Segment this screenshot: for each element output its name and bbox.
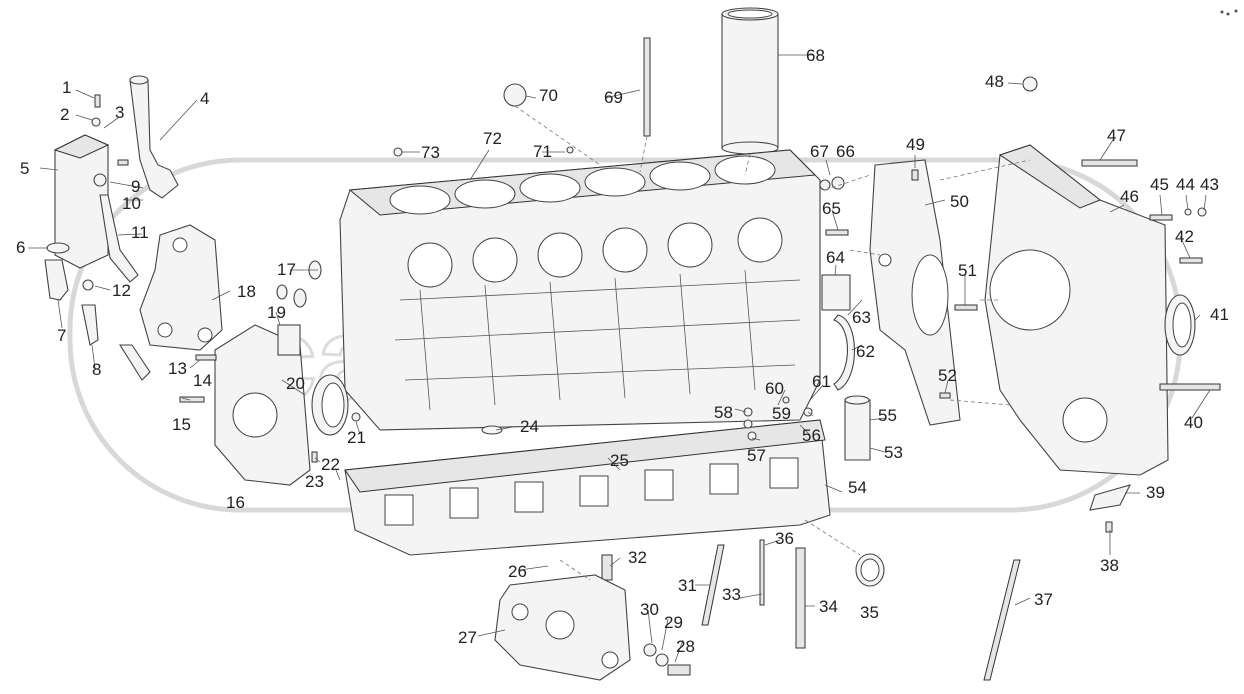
engine-block: [339, 149, 821, 431]
label-13: 13: [168, 359, 187, 378]
label-36: 36: [775, 529, 794, 548]
corner-mark: [1220, 9, 1238, 16]
crankcase-bedplate: [344, 419, 831, 556]
label-5: 5: [20, 159, 29, 178]
label-31: 31: [678, 576, 697, 595]
label-10: 10: [122, 194, 141, 213]
label-11: 11: [131, 223, 149, 242]
label-38: 38: [1100, 556, 1119, 575]
label-15: 15: [172, 415, 191, 434]
pump-bracket: [494, 574, 691, 681]
label-19: 19: [267, 303, 286, 322]
label-25: 25: [610, 451, 629, 470]
label-59: 59: [772, 404, 791, 423]
label-65: 65: [822, 199, 841, 218]
label-16: 16: [226, 493, 245, 512]
label-27: 27: [458, 628, 477, 647]
bearing-shells: [821, 274, 885, 587]
label-8: 8: [92, 360, 101, 379]
label-29: 29: [664, 613, 683, 632]
flywheel-housing: [984, 144, 1196, 476]
label-39: 39: [1146, 483, 1165, 502]
label-45: 45: [1150, 175, 1169, 194]
label-33: 33: [722, 585, 741, 604]
label-48: 48: [985, 72, 1004, 91]
label-37: 37: [1034, 590, 1053, 609]
label-56: 56: [802, 426, 821, 445]
label-62: 62: [856, 342, 875, 361]
label-21: 21: [347, 428, 366, 447]
label-47: 47: [1107, 126, 1126, 145]
label-72: 72: [483, 129, 502, 148]
bolts-rear: [819, 76, 1221, 533]
label-18: 18: [237, 282, 256, 301]
label-32: 32: [628, 548, 647, 567]
label-54: 54: [848, 478, 867, 497]
label-28: 28: [676, 637, 695, 656]
label-73: 73: [421, 143, 440, 162]
label-14: 14: [193, 371, 212, 390]
front-bracket: [139, 224, 223, 351]
label-70: 70: [539, 86, 558, 105]
label-64: 64: [826, 248, 845, 267]
label-69: 69: [604, 88, 623, 107]
bolts-left: [91, 94, 361, 463]
front-cover: [214, 324, 311, 486]
label-43: 43: [1200, 175, 1219, 194]
label-58: 58: [714, 403, 733, 422]
label-7: 7: [57, 326, 66, 345]
label-51: 51: [958, 261, 977, 280]
label-12: 12: [112, 281, 131, 300]
label-44: 44: [1176, 175, 1195, 194]
coolant-tank: [53, 134, 110, 269]
callout-labels: 1 2 3 4 5 6 7 8 9 10 11 12 13 14 15 16 1…: [16, 46, 1229, 656]
label-40: 40: [1184, 413, 1203, 432]
assembly-lines: [514, 105, 1031, 581]
label-52: 52: [938, 366, 957, 385]
label-42: 42: [1175, 227, 1194, 246]
rods-and-bolts: [601, 539, 1021, 681]
expansion-plug: [503, 83, 527, 107]
label-35: 35: [860, 603, 879, 622]
label-68: 68: [806, 46, 825, 65]
label-23: 23: [305, 472, 324, 491]
label-4: 4: [200, 89, 209, 108]
label-9: 9: [131, 177, 140, 196]
label-3: 3: [115, 103, 124, 122]
label-50: 50: [950, 192, 969, 211]
label-57: 57: [747, 446, 766, 465]
label-46: 46: [1120, 187, 1139, 206]
seal-rings: [276, 260, 349, 436]
label-1: 1: [62, 78, 71, 97]
label-53: 53: [884, 443, 903, 462]
head-stud: [643, 37, 651, 137]
coolant-pipes: [44, 75, 179, 381]
label-22: 22: [321, 455, 340, 474]
label-30: 30: [640, 600, 659, 619]
leader-lines: [28, 54, 1211, 663]
label-66: 66: [836, 142, 855, 161]
label-41: 41: [1210, 305, 1229, 324]
label-63: 63: [852, 308, 871, 327]
label-71: 71: [533, 142, 552, 161]
label-67: 67: [810, 142, 829, 161]
label-34: 34: [819, 597, 838, 616]
label-60: 60: [765, 379, 784, 398]
label-2: 2: [60, 105, 69, 124]
label-49: 49: [906, 135, 925, 154]
cylinder-liner: [721, 7, 779, 155]
rear-plate: [869, 159, 961, 426]
label-17: 17: [277, 260, 296, 279]
label-26: 26: [508, 562, 527, 581]
label-20: 20: [286, 374, 305, 393]
label-24: 24: [520, 417, 539, 436]
label-55: 55: [878, 406, 897, 425]
label-61: 61: [812, 372, 831, 391]
label-6: 6: [16, 238, 25, 257]
